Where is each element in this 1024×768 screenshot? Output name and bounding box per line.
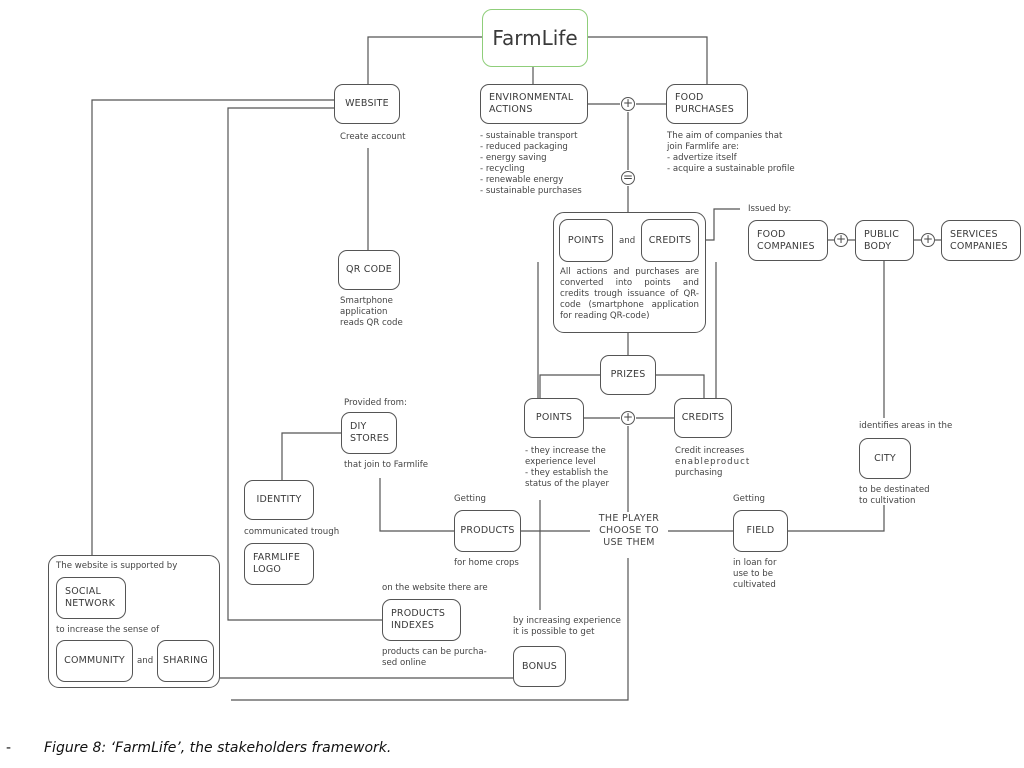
qr-text-line: reads QR code — [340, 318, 403, 328]
plus-icon: + — [621, 96, 635, 111]
bonus-text-line: by increasing experience — [513, 616, 621, 626]
identifies-areas-text: identifies areas in the — [859, 421, 953, 431]
equals-icon: = — [621, 170, 635, 185]
public-body-node: PUBLIC BODY — [855, 220, 914, 261]
points-mid-node: POINTS — [524, 398, 584, 438]
food-companies-node: FOOD COMPANIES — [748, 220, 828, 261]
env-item: - sustainable purchases — [480, 186, 582, 196]
provided-from-label: Provided from: — [344, 398, 407, 408]
plus-icon: + — [621, 410, 635, 425]
qr-text-line: Smartphone — [340, 296, 393, 306]
environmental-actions-node: ENVIRONMENTAL ACTIONS — [480, 84, 588, 124]
food-text-line: join Farmlife are: — [667, 142, 739, 152]
products-text: for home crops — [454, 558, 519, 568]
indexes-text-line: sed online — [382, 658, 427, 668]
qr-code-node: QR CODE — [338, 250, 400, 290]
city-text-line: to be destinated — [859, 485, 930, 495]
communicated-through-text: communicated trough — [244, 527, 340, 537]
create-account-text: Create account — [340, 132, 406, 142]
env-item: - renewable energy — [480, 175, 564, 185]
points-mid-text: - they increase the experience level - t… — [525, 446, 609, 490]
points-credits-description: All actions and purchases are converted … — [560, 267, 699, 321]
prizes-node: PRIZES — [600, 355, 656, 395]
credits-text-line: enableproduct — [675, 457, 751, 467]
points-top-node: POINTS — [559, 219, 613, 262]
services-companies-node: SERVICES COMPANIES — [941, 220, 1021, 261]
and-text: and — [137, 656, 154, 666]
and-text: and — [619, 236, 636, 246]
env-item: - sustainable transport — [480, 131, 578, 141]
player-choose-text: THE PLAYER CHOOSE TO USE THEM — [590, 513, 668, 549]
food-purchases-node: FOOD PURCHASES — [666, 84, 748, 124]
plus-icon: + — [834, 232, 848, 247]
identity-node: IDENTITY — [244, 480, 314, 520]
credits-mid-node: CREDITS — [674, 398, 732, 438]
bonus-node: BONUS — [513, 646, 566, 687]
diy-stores-node: DIY STORES — [341, 412, 397, 454]
getting-label: Getting — [454, 494, 486, 504]
qr-code-text: Smartphone application reads QR code — [340, 296, 403, 329]
bonus-text-line: it is possible to get — [513, 627, 595, 637]
env-item: - reduced packaging — [480, 142, 568, 152]
credits-text-line: purchasing — [675, 468, 723, 478]
player-text-line: THE PLAYER — [598, 513, 660, 524]
sharing-node: SHARING — [157, 640, 214, 682]
city-text-line: to cultivation — [859, 496, 916, 506]
food-text-line: - advertize itself — [667, 153, 737, 163]
products-indexes-node: PRODUCTS INDEXES — [382, 599, 461, 641]
products-node: PRODUCTS — [454, 510, 521, 552]
points-text-line: - they establish the — [525, 468, 609, 478]
increase-sense-text: to increase the sense of — [56, 625, 160, 635]
points-text-line: status of the player — [525, 479, 610, 489]
env-item: - energy saving — [480, 153, 547, 163]
caption-bullet: - — [6, 740, 12, 756]
website-node: WEBSITE — [334, 84, 400, 124]
field-node: FIELD — [733, 510, 788, 552]
environmental-actions-list: - sustainable transport - reduced packag… — [480, 131, 582, 197]
social-network-node: SOCIAL NETWORK — [56, 577, 126, 619]
indexes-text-line: products can be purcha- — [382, 647, 487, 657]
figure-caption: Figure 8: ‘FarmLife’, the stakeholders f… — [44, 740, 392, 756]
field-text: in loan for use to be cultivated — [733, 558, 776, 591]
field-text-line: cultivated — [733, 580, 776, 590]
field-text-line: in loan for — [733, 558, 777, 568]
diy-stores-text: that join to Farmlife — [344, 460, 429, 470]
city-text: to be destinated to cultivation — [859, 485, 930, 507]
points-text-line: experience level — [525, 457, 596, 467]
env-item: - recycling — [480, 164, 525, 174]
food-purchases-text: The aim of companies that join Farmlife … — [667, 131, 795, 175]
food-text-line: - acquire a sustainable profile — [667, 164, 795, 174]
products-indexes-text: products can be purcha- sed online — [382, 647, 487, 669]
credits-top-node: CREDITS — [641, 219, 699, 262]
bonus-description: by increasing experience it is possible … — [513, 616, 621, 638]
on-website-text: on the website there are — [382, 583, 488, 593]
credits-mid-text: Credit increases enableproduct purchasin… — [675, 446, 750, 479]
community-node: COMMUNITY — [56, 640, 133, 682]
issued-by-label: Issued by: — [748, 204, 792, 214]
player-text-line: CHOOSE TO — [599, 525, 659, 536]
website-supported-text: The website is supported by — [56, 561, 178, 571]
farmlife-logo-node: FARMLIFE LOGO — [244, 543, 314, 585]
points-text-line: - they increase the — [525, 446, 606, 456]
field-text-line: use to be — [733, 569, 774, 579]
farmlife-title: FarmLife — [482, 9, 588, 67]
food-text-line: The aim of companies that — [667, 131, 783, 141]
player-text-line: USE THEM — [603, 537, 655, 548]
getting-label: Getting — [733, 494, 765, 504]
credits-text-line: Credit increases — [675, 446, 745, 456]
qr-text-line: application — [340, 307, 388, 317]
city-node: CITY — [859, 438, 911, 479]
plus-icon: + — [921, 232, 935, 247]
